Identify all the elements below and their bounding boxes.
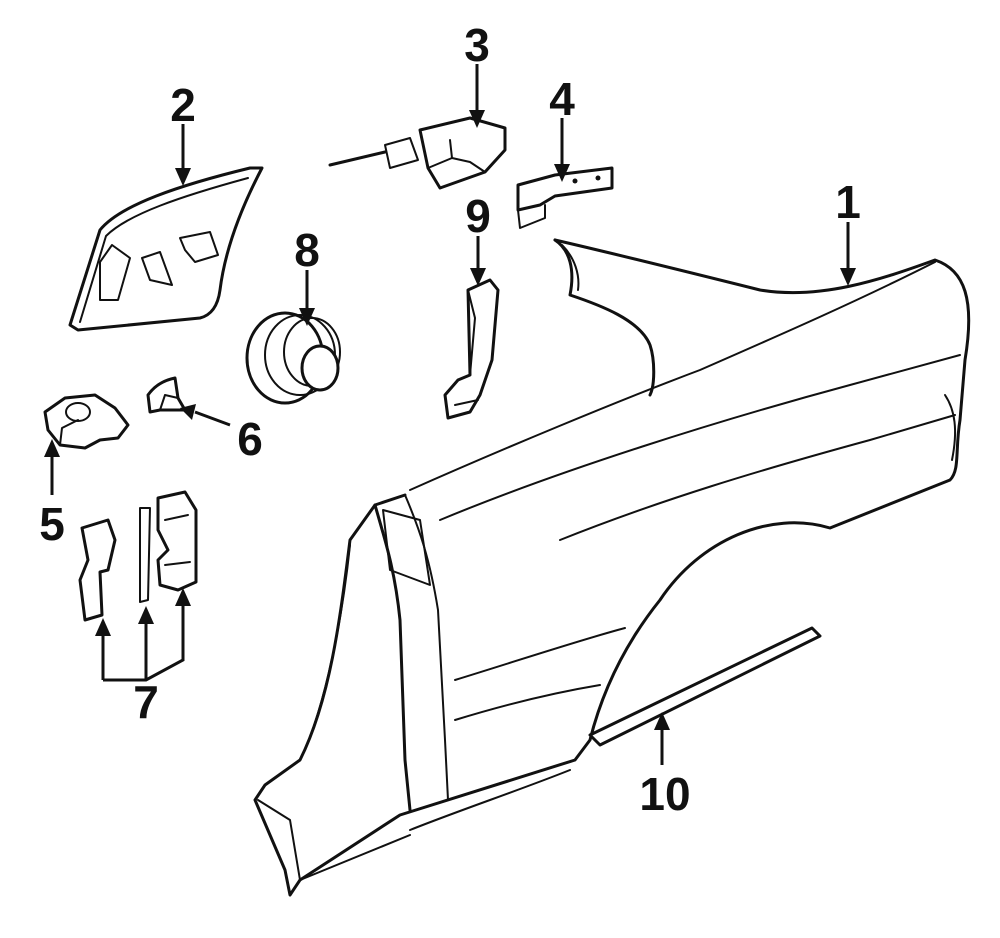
filler-neck-boot: 8 [245,224,341,405]
callout-10: 10 [639,768,690,820]
housing-bracket: 9 [443,190,500,420]
clip: 6 [146,376,263,465]
callout-4: 4 [549,73,575,125]
fuel-door: 2 [68,79,264,332]
quarter-panel: 1 [253,176,971,897]
callout-7: 7 [133,676,159,728]
callout-6: 6 [237,413,263,465]
hinge-parts: 7 [78,490,198,728]
callout-8: 8 [294,224,320,276]
callout-2: 2 [170,79,196,131]
callout-9: 9 [465,190,491,242]
callout-3: 3 [464,19,490,71]
callout-1: 1 [835,176,861,228]
hinge-bracket: 4 [516,73,614,229]
callout-5: 5 [39,498,65,550]
molding-strip: 10 [588,626,822,820]
lock-housing: 5 [39,393,130,550]
fuel-door-actuator: 3 [328,19,507,190]
